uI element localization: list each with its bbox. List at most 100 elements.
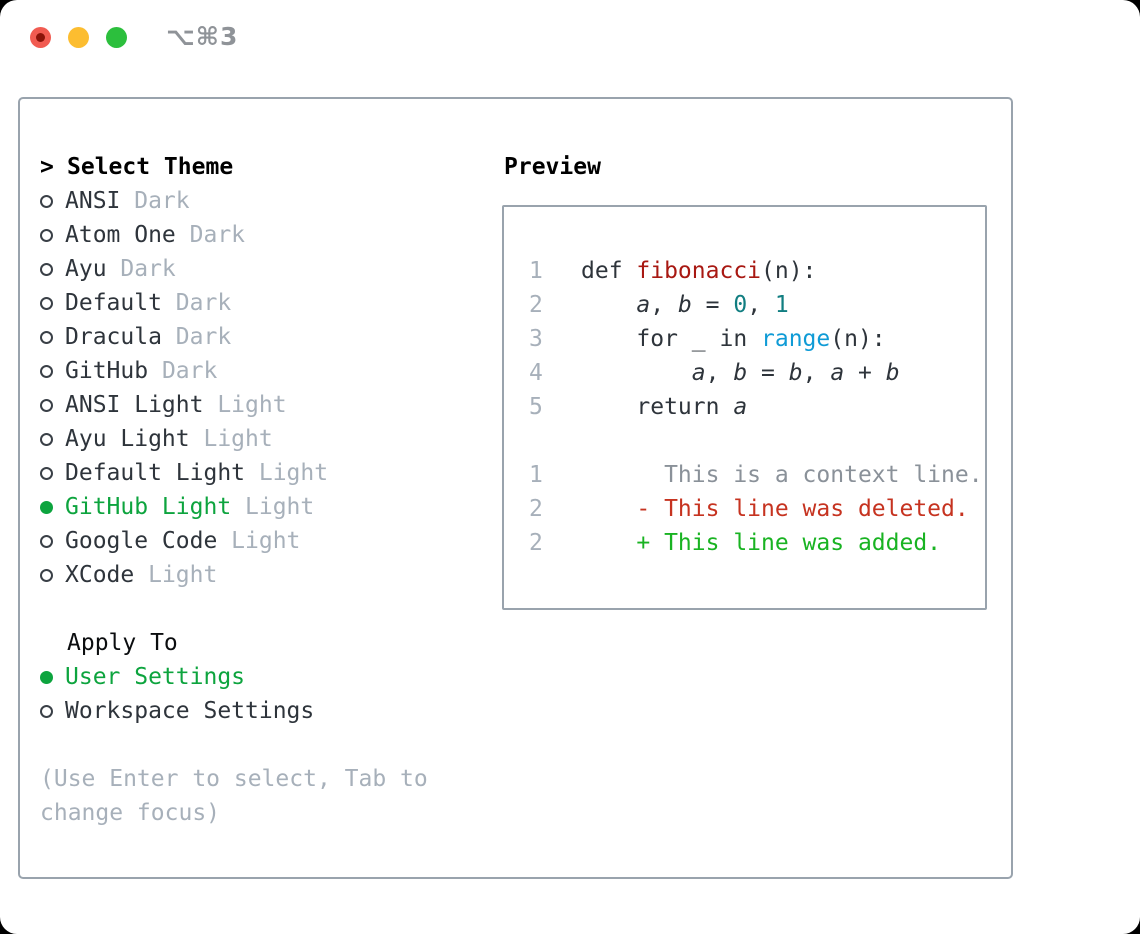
code-token-fn: fibonacci [636,258,762,284]
select-theme-header-row: > Select Theme [40,150,442,184]
code-line: 2 a, b = 0, 1 [529,288,983,322]
line-number: 5 [529,394,543,420]
code-token-p: return [581,394,734,420]
theme-name: ANSI Light [65,392,204,418]
radio-icon [40,466,53,480]
code-line [529,424,983,458]
code-token-ctx: This is a context line. [581,462,983,488]
radio-icon [40,262,53,276]
line-number: 1 [529,258,543,284]
title-bar: ⌥⌘3 [0,0,1140,75]
theme-name: GitHub Light [65,494,232,520]
theme-name: Ayu [65,256,107,282]
theme-option-ansi-light[interactable]: ANSI Light Light [40,388,442,422]
cursor-caret-icon: > [40,154,54,180]
spacer-row [40,592,442,626]
theme-variant-tag: Dark [161,358,218,384]
theme-variant-tag: Dark [175,324,232,350]
code-token-v: a [636,292,651,318]
theme-name: Atom One [65,222,176,248]
theme-name: Google Code [65,528,218,554]
theme-name: XCode [65,562,135,588]
code-token-v: b [677,292,692,318]
radio-icon [40,228,53,242]
code-token-del: - This line was deleted. [581,496,969,522]
theme-name: ANSI [65,188,121,214]
line-number: 3 [529,326,543,352]
radio-selected-icon [40,670,53,684]
code-token-b: range [761,326,831,352]
theme-option-github-light[interactable]: GitHub Light Light [40,490,442,524]
code-line: 4 a, b = b, a + b [529,356,983,390]
radio-icon [40,296,53,310]
theme-variant-tag: Dark [120,256,176,282]
code-token-p: for _ in [581,326,762,352]
select-theme-header: Select Theme [67,154,234,180]
theme-variant-tag: Light [217,392,287,418]
theme-variant-tag: Dark [189,222,246,248]
code-token-v: b [788,360,803,386]
code-token-p: (n): [830,326,886,352]
keyboard-hint: (Use Enter to select, Tab to change focu… [40,766,428,826]
close-button-dot-icon [36,33,45,42]
zoom-window-button[interactable] [106,27,127,48]
code-line: 2 + This line was added. [529,526,983,560]
radio-icon [40,568,53,582]
code-token-p: , [747,292,775,318]
spacer-row [40,728,442,762]
theme-name: GitHub [65,358,149,384]
apply-to-header-row: Apply To [40,626,442,660]
radio-icon [40,704,53,718]
theme-option-github[interactable]: GitHub Dark [40,354,442,388]
code-token-p: + [844,360,886,386]
code-token-p: , [705,360,734,386]
apply-to-header: Apply To [67,630,178,656]
theme-variant-tag: Dark [175,290,232,316]
apply-option-user-settings[interactable]: User Settings [40,660,442,694]
minimize-window-button[interactable] [68,27,89,48]
code-token-n: 1 [774,292,789,318]
code-token-v: a [830,360,845,386]
radio-icon [40,194,53,208]
theme-option-ayu[interactable]: Ayu Dark [40,252,442,286]
code-token-n: 0 [733,292,748,318]
code-line: 1 This is a context line. [529,458,983,492]
code-token-v: a [691,360,706,386]
theme-variant-tag: Light [231,528,301,554]
window-title: ⌥⌘3 [166,22,239,51]
theme-variant-tag: Light [245,494,315,520]
close-window-button[interactable] [30,27,51,48]
code-token-p: , [650,292,678,318]
apply-option-name: Workspace Settings [65,698,315,724]
line-number: 4 [529,360,543,386]
code-token-p: , [802,360,831,386]
theme-name: Default Light [65,460,246,486]
theme-option-google-code[interactable]: Google Code Light [40,524,442,558]
theme-option-atom-one[interactable]: Atom One Dark [40,218,442,252]
apply-option-workspace-settings[interactable]: Workspace Settings [40,694,442,728]
code-line: 2 - This line was deleted. [529,492,983,526]
theme-name: Dracula [65,324,162,350]
apply-option-name: User Settings [65,664,246,690]
theme-option-xcode[interactable]: XCode Light [40,558,442,592]
theme-option-dracula[interactable]: Dracula Dark [40,320,442,354]
code-line: 5 return a [529,390,983,424]
code-token-p: = [747,360,789,386]
theme-variant-tag: Light [148,562,218,588]
radio-icon [40,364,53,378]
radio-icon [40,534,53,548]
code-token-p: = [691,292,734,318]
line-number: 1 [529,462,543,488]
